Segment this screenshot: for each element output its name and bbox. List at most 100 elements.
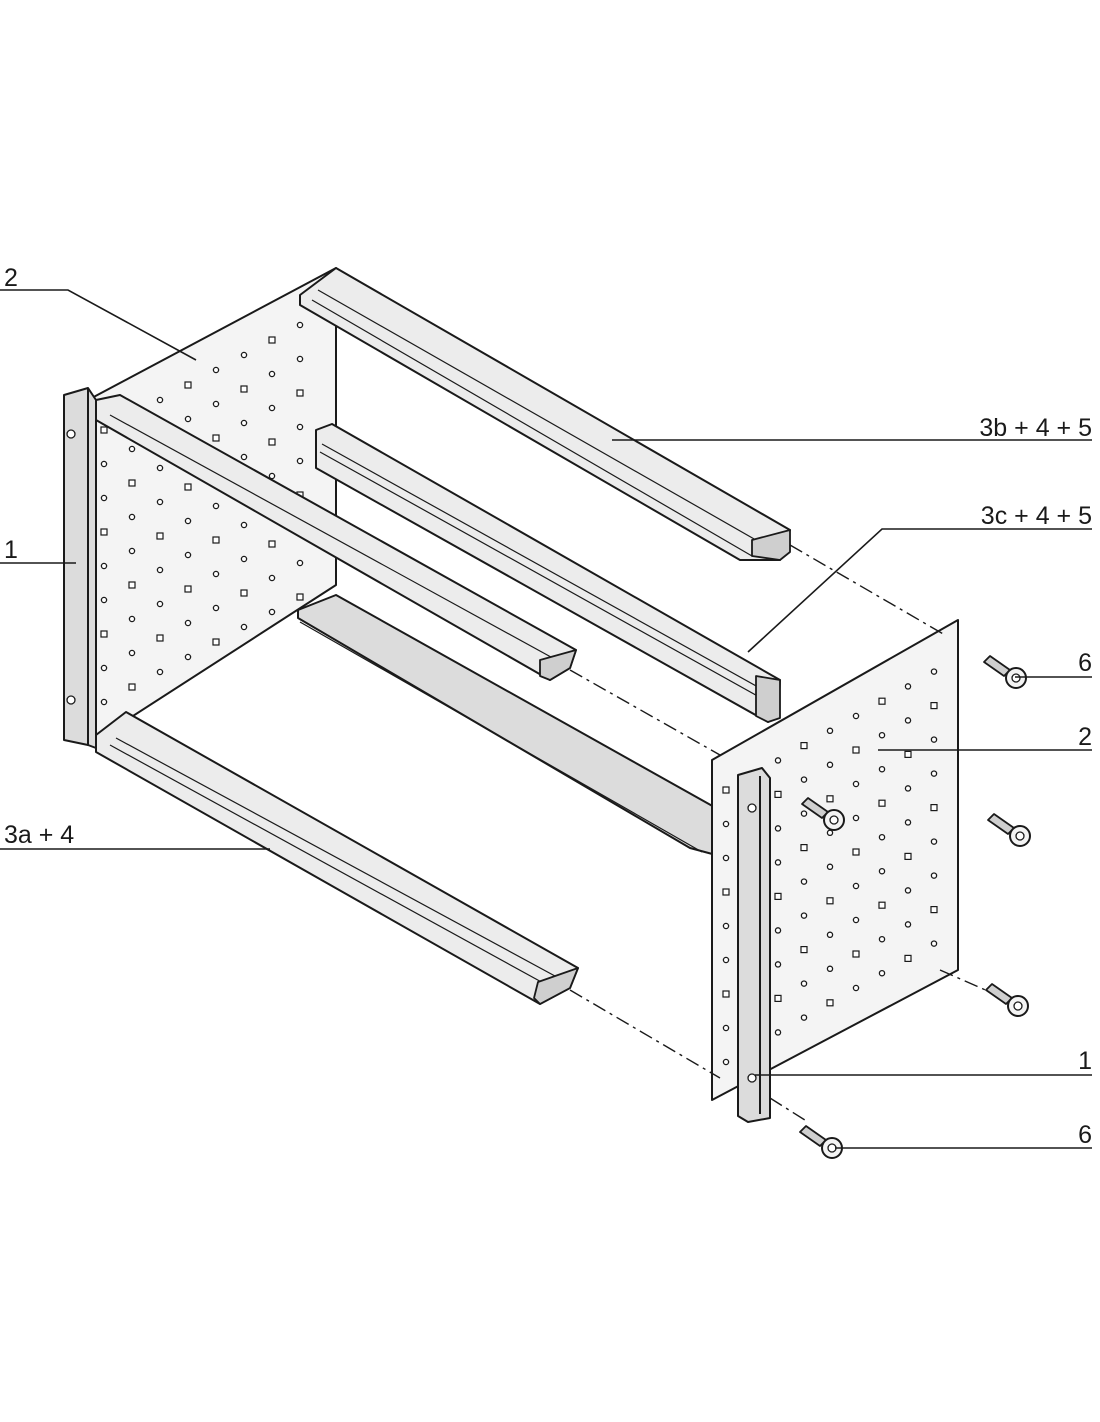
panel-hole [852,814,860,822]
panel-hole [268,574,276,582]
panel-hole [826,999,834,1007]
panel-hole [774,859,782,866]
panel-hole [878,697,886,705]
panel-hole [268,370,276,378]
panel-hole [212,604,220,612]
panel-hole [930,872,938,879]
panel-hole [930,701,938,710]
panel-hole [826,761,834,769]
panel-hole [722,990,730,998]
panel-hole [826,897,834,905]
panel-hole [268,608,276,616]
panel-hole [930,905,938,914]
panel-hole [296,559,304,567]
panel-hole [904,852,912,861]
panel-hole [240,623,248,631]
panel-hole [826,965,834,973]
panel-hole [722,786,730,794]
panel-hole [800,945,808,954]
callout-6-bottom: 6 [1078,1121,1092,1149]
panel-hole [296,355,304,363]
panel-hole [904,921,912,928]
panel-hole [268,472,276,480]
panel-hole [774,757,782,764]
panel-hole [722,1058,730,1066]
panel-hole [156,634,164,642]
panel-hole [852,746,860,754]
panel-hole [128,445,136,453]
panel-hole [184,517,192,525]
panel-hole [852,848,860,856]
callout-3c-4-5: 3c + 4 + 5 [981,502,1092,530]
screw-icon [987,813,1031,847]
panel-hole [774,961,782,968]
panel-hole [774,994,782,1003]
panel-hole [878,935,886,943]
panel-hole [852,916,860,924]
rail-3c [315,423,781,723]
panel-hole [774,825,782,832]
panel-hole [296,423,304,431]
panel-hole [128,547,136,555]
panel-hole [852,780,860,788]
panel-hole [184,381,192,389]
panel-hole [296,321,304,329]
panel-hole [212,502,220,510]
panel-hole [156,668,164,676]
panel-hole [100,664,108,672]
screws [799,655,1031,1159]
panel-hole [184,415,192,423]
panel-hole [156,396,164,404]
panel-hole [878,867,886,875]
panel-hole [774,892,782,901]
panel-hole [212,536,220,544]
panel-hole [878,731,886,739]
panel-hole [212,570,220,578]
panel-hole [156,498,164,506]
panel-hole [128,479,136,487]
left-front-flange [63,387,97,749]
panel-hole [212,366,220,374]
panel-hole [100,528,108,536]
rail-3a [95,711,579,1005]
panel-hole [826,931,834,939]
panel-hole [930,668,938,675]
panel-hole [722,922,730,930]
panel-hole [930,838,938,845]
panel-hole [722,1024,730,1032]
panel-hole [128,615,136,623]
panel-hole [800,980,808,987]
panel-hole [930,770,938,777]
panel-hole [212,400,220,408]
panel-hole [774,1029,782,1036]
panel-hole [930,940,938,947]
panel-hole [826,795,834,803]
panel-hole [296,593,304,601]
panel-hole [800,878,808,885]
left-panel-holes [100,321,304,706]
callout-labels: 2 3b + 4 + 5 3c + 4 + 5 1 6 2 3a + 4 1 6 [4,264,1092,1149]
panel-hole [268,404,276,412]
callout-1-right: 1 [1078,1047,1092,1075]
panel-hole [240,385,248,393]
screw-icon [799,1125,843,1159]
panel-hole [240,589,248,597]
panel-hole [240,555,248,563]
panel-hole [722,888,730,896]
panel-hole [128,649,136,657]
panel-hole [184,585,192,593]
panel-hole [904,785,912,792]
panel-hole [100,630,108,638]
panel-hole [268,336,276,344]
panel-hole [100,460,108,468]
panel-hole [240,351,248,359]
panel-hole [930,803,938,812]
rail-front-top [95,394,577,681]
rail-3b [299,267,791,561]
panel-hole [826,727,834,735]
panel-hole [904,750,912,759]
panel-hole [184,551,192,559]
panel-hole [184,619,192,627]
panel-hole [878,799,886,807]
